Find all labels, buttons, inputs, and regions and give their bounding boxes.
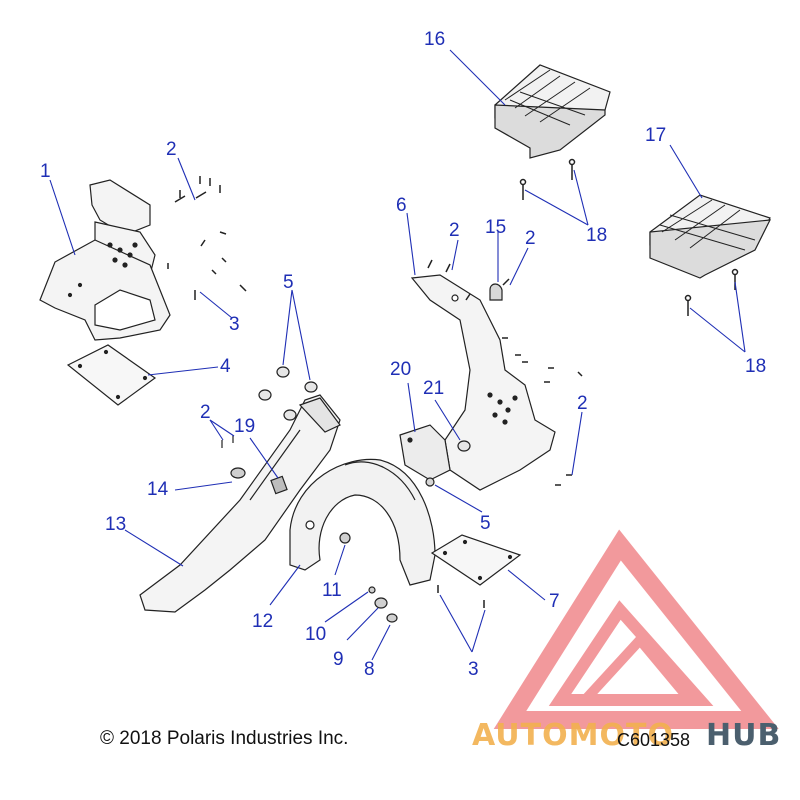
- callout-9: 9: [333, 649, 344, 670]
- part-6-right-guard: [410, 274, 556, 491]
- part-19-clip: [270, 475, 288, 495]
- part-4-plate: [66, 344, 157, 406]
- part-1-left-guard: [39, 179, 171, 341]
- callout-3: 3: [229, 314, 240, 335]
- leader-lines: [49, 49, 746, 661]
- part-20-bracket: [399, 424, 451, 487]
- fasteners-group-left: [167, 176, 247, 300]
- part-7-plate: [430, 534, 522, 608]
- callout-2: 2: [525, 228, 536, 249]
- callout-5: 5: [283, 272, 294, 293]
- callout-7: 7: [549, 591, 560, 612]
- callout-18: 18: [586, 225, 608, 246]
- part-15-clip: [489, 283, 503, 301]
- callout-10: 10: [305, 624, 327, 645]
- callout-15: 15: [485, 217, 507, 238]
- part-21-grommet: [457, 440, 471, 452]
- callout-17: 17: [645, 125, 667, 146]
- callout-4: 4: [220, 356, 231, 377]
- part-14-clip: [221, 435, 246, 479]
- callout-3: 3: [468, 659, 479, 680]
- callout-2: 2: [577, 393, 588, 414]
- copyright-text: © 2018 Polaris Industries Inc.: [100, 728, 349, 749]
- part-17-footrest: [649, 194, 772, 279]
- callout-19: 19: [234, 416, 256, 437]
- callout-18: 18: [745, 356, 767, 377]
- watermark-text-primary: AUTOMOTO: [472, 718, 674, 753]
- watermark-logo: [493, 529, 779, 729]
- callout-13: 13: [105, 514, 127, 535]
- callout-2: 2: [166, 139, 177, 160]
- callout-14: 14: [147, 479, 169, 500]
- callout-2: 2: [449, 220, 460, 241]
- callout-21: 21: [423, 378, 445, 399]
- callout-20: 20: [390, 359, 412, 380]
- fasteners-group-right: [427, 259, 583, 486]
- callout-8: 8: [364, 659, 375, 680]
- part-13-side-panel: [139, 394, 341, 613]
- part-18-bolts: [519, 158, 739, 316]
- part-12-wheel-well: [289, 458, 436, 586]
- part-5-grommets-upper: [258, 366, 318, 421]
- figure-code: C601358: [617, 730, 691, 750]
- part-16-footrest: [494, 64, 611, 159]
- watermark-text-secondary: HUB: [706, 718, 782, 753]
- callout-11: 11: [322, 580, 342, 601]
- callout-2: 2: [200, 402, 211, 423]
- callout-5: 5: [480, 513, 491, 534]
- parts-8-11-hardware: [339, 532, 398, 623]
- callout-6: 6: [396, 195, 407, 216]
- callout-16: 16: [424, 29, 446, 50]
- callout-1: 1: [40, 161, 51, 182]
- callout-12: 12: [252, 611, 274, 632]
